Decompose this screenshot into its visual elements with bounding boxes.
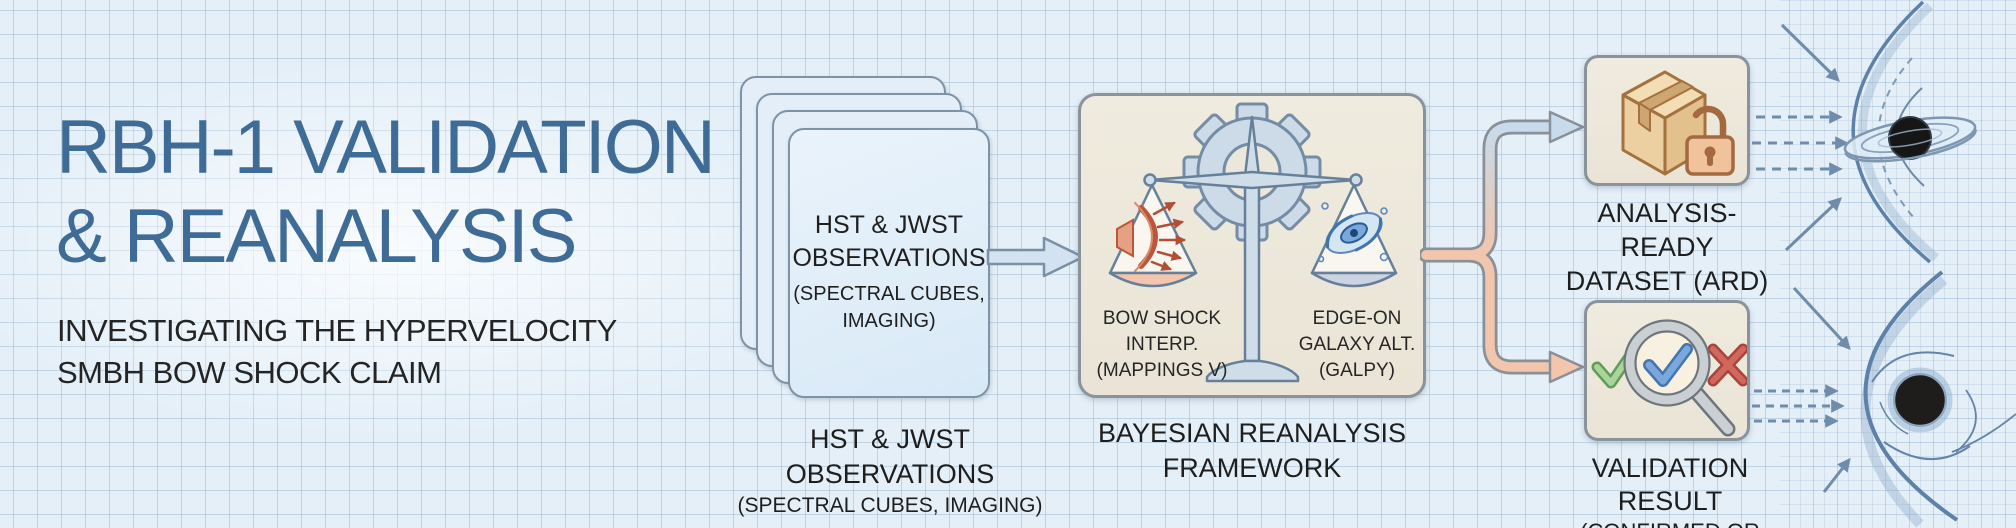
left-pan-label-line: (MAPPINGS V) xyxy=(1096,360,1228,381)
page-subtitle: INVESTIGATING THE HYPERVELOCITY SMBH BOW… xyxy=(57,310,617,394)
flow-arrow-observations-to-framework xyxy=(986,236,1085,278)
branch-arrows-framework-to-outputs xyxy=(1420,110,1585,384)
framework-caption-line: BAYESIAN REANALYSIS xyxy=(1097,418,1407,448)
card-label-line: OBSERVATIONS xyxy=(792,244,986,272)
left-pan-label: BOW SHOCK INTERP. (MAPPINGS V) xyxy=(1087,306,1237,384)
validation-caption: VALIDATION RESULT (CONFIRMED OR TENSION) xyxy=(1540,452,1800,528)
magnifier-check-icon xyxy=(1623,319,1736,437)
ard-box xyxy=(1584,55,1750,186)
bow-shock-icon xyxy=(1116,201,1187,272)
subtitle-line-1: INVESTIGATING THE HYPERVELOCITY xyxy=(57,313,617,348)
right-pan-label-line: EDGE-ON xyxy=(1312,308,1402,329)
ard-caption-line: DATASET (ARD) xyxy=(1565,266,1769,296)
left-pan-label-line: BOW SHOCK xyxy=(1102,308,1222,329)
observations-caption: HST & JWST OBSERVATIONS (SPECTRAL CUBES,… xyxy=(730,422,1050,520)
observations-caption-line: (SPECTRAL CUBES, IMAGING) xyxy=(737,494,1043,517)
bow-shock-illustrations xyxy=(1752,0,2016,528)
left-pan-label-line: INTERP. xyxy=(1125,334,1199,355)
subtitle-line-2: SMBH BOW SHOCK CLAIM xyxy=(57,355,442,390)
ard-caption: ANALYSIS-READY DATASET (ARD) xyxy=(1557,196,1777,298)
black-hole-accretion-disk-illustration xyxy=(1752,0,1977,264)
stack-card-front: HST & JWST OBSERVATIONS (SPECTRAL CUBES,… xyxy=(788,128,990,398)
title-line-2: & REANALYSIS xyxy=(56,194,577,279)
black-hole-bow-shock-illustration xyxy=(1752,270,2016,528)
card-sublabel-line: IMAGING) xyxy=(842,310,936,332)
spiral-galaxy-icon xyxy=(1317,202,1389,263)
right-pan-label-line: (GALPY) xyxy=(1318,360,1396,381)
red-x-icon xyxy=(1707,343,1747,387)
page-title: RBH-1 VALIDATION & REANALYSIS xyxy=(56,103,716,281)
validation-icon xyxy=(1591,319,1747,437)
observations-caption-line: OBSERVATIONS xyxy=(785,459,995,489)
right-pan-label-line: GALAXY ALT. xyxy=(1298,334,1416,355)
framework-caption-line: FRAMEWORK xyxy=(1162,453,1342,483)
validation-box xyxy=(1584,300,1750,441)
title-line-1: RBH-1 VALIDATION xyxy=(56,105,716,190)
validation-caption-line: (CONFIRMED OR TENSION) xyxy=(1540,518,1800,528)
open-padlock-icon xyxy=(1685,105,1735,176)
validation-caption-line: VALIDATION RESULT xyxy=(1591,453,1749,516)
framework-caption: BAYESIAN REANALYSIS FRAMEWORK xyxy=(1092,416,1412,486)
framework-illustration xyxy=(1108,102,1398,383)
ard-caption-line: ANALYSIS-READY xyxy=(1597,198,1737,262)
right-pan-label: EDGE-ON GALAXY ALT. (GALPY) xyxy=(1281,306,1433,384)
framework-panel: BOW SHOCK INTERP. (MAPPINGS V) EDGE-ON G… xyxy=(1078,93,1426,398)
ard-icon xyxy=(1621,70,1735,176)
card-label-line: HST & JWST xyxy=(814,211,964,239)
observations-caption-line: HST & JWST xyxy=(809,424,970,454)
card-sublabel-line: (SPECTRAL CUBES, xyxy=(793,283,985,305)
